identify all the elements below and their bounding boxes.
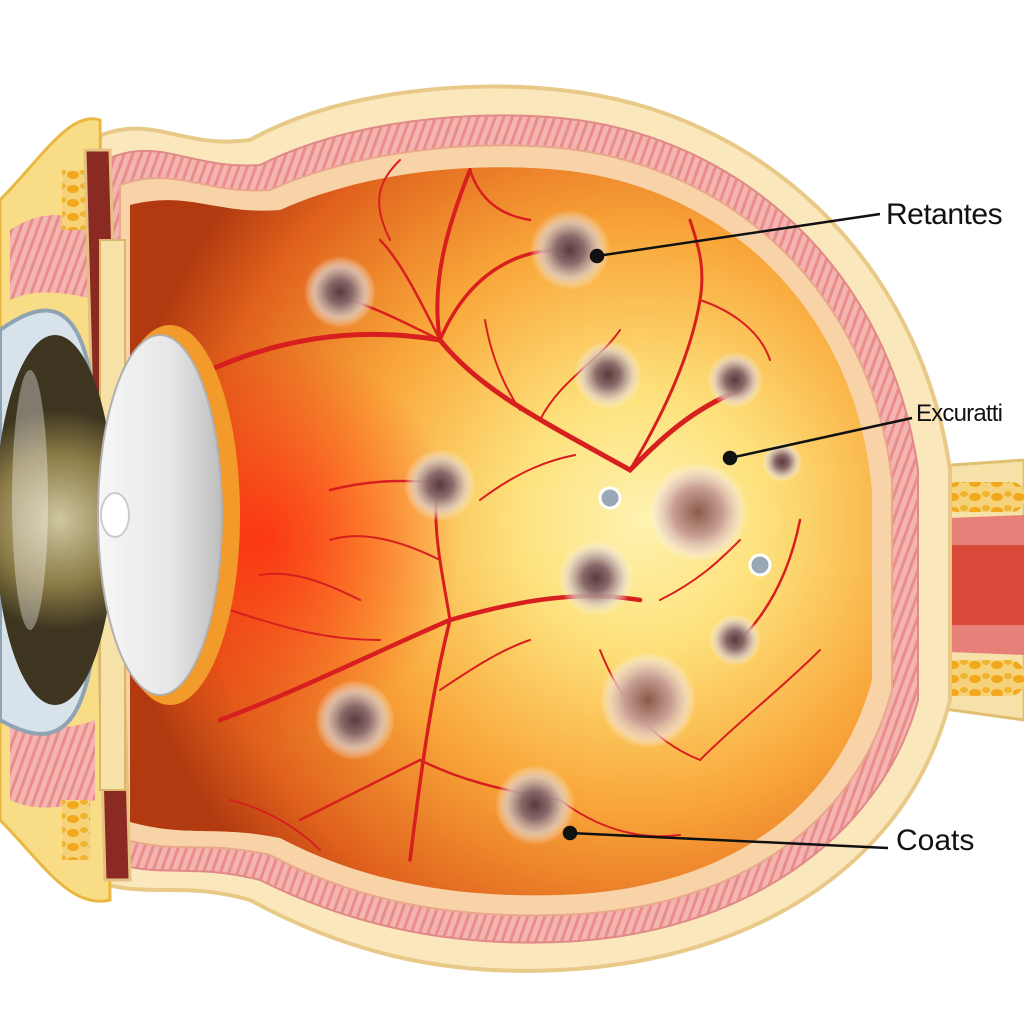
retinal-lesions xyxy=(304,210,802,845)
label-excuratti: Excuratti xyxy=(916,400,1003,427)
anterior-segment xyxy=(0,117,240,903)
label-retantes: Retantes xyxy=(886,198,1003,231)
leader-lines xyxy=(562,212,913,850)
label-coats: Coats xyxy=(896,824,975,857)
